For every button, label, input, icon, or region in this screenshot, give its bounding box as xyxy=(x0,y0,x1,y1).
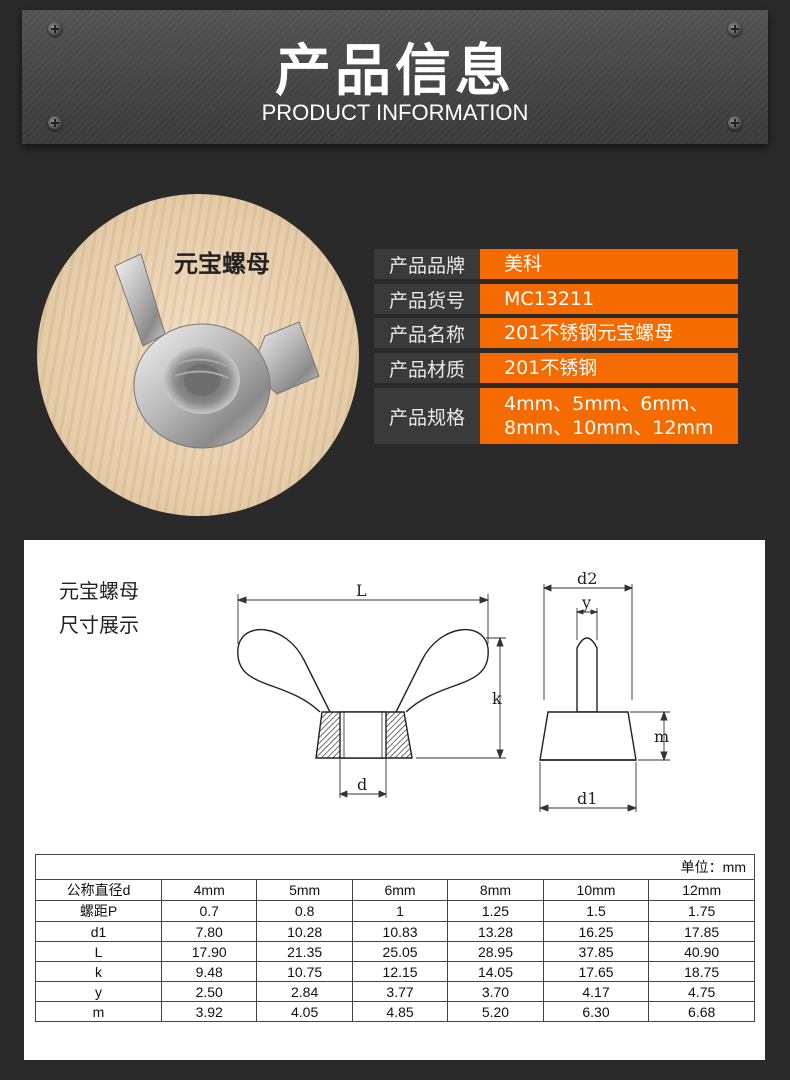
table-cell: 14.05 xyxy=(447,961,544,982)
spec-label: 产品名称 xyxy=(374,318,480,348)
table-cell: 3.70 xyxy=(447,981,544,1002)
table-cell: 6.30 xyxy=(542,1001,650,1022)
table-cell: 1 xyxy=(351,900,449,922)
table-unit-row: 单位：mm xyxy=(35,854,755,880)
table-cell: 17.90 xyxy=(160,941,258,962)
table-cell: 2.84 xyxy=(256,981,353,1002)
dimension-card: 元宝螺母 尺寸展示 xyxy=(24,540,765,1060)
table-header-row: 公称直径d 4mm 5mm 6mm 8mm 10mm 12mm xyxy=(35,879,755,901)
unit-label: 单位：mm xyxy=(35,854,755,880)
table-cell: 16.25 xyxy=(542,921,650,942)
table-cell: 40.90 xyxy=(648,941,755,962)
page-subtitle: PRODUCT INFORMATION xyxy=(261,100,529,125)
table-cell: 9.48 xyxy=(160,961,258,982)
table-header-cell: 4mm xyxy=(160,879,258,901)
dim-label-d1: d1 xyxy=(577,789,597,808)
table-cell: 10.28 xyxy=(256,921,353,942)
table-cell: 0.8 xyxy=(256,900,353,922)
table-row-label: m xyxy=(35,1001,162,1022)
spec-row-brand: 产品品牌 美科 xyxy=(374,249,738,279)
table-cell: 37.85 xyxy=(542,941,650,962)
screw-icon xyxy=(728,116,742,130)
spec-row-material: 产品材质 201不锈钢 xyxy=(374,353,738,383)
table-cell: 0.7 xyxy=(160,900,258,922)
table-cell: 1.5 xyxy=(542,900,650,922)
table-row-label: d1 xyxy=(35,921,162,942)
table-cell: 7.80 xyxy=(160,921,258,942)
wing-nut-image xyxy=(114,253,320,449)
table-row-label: y xyxy=(35,981,162,1002)
table-row-label: L xyxy=(35,941,162,962)
table-cell: 21.35 xyxy=(256,941,353,962)
table-cell: 2.50 xyxy=(160,981,258,1002)
table-header-cell: 12mm xyxy=(648,879,755,901)
table-cell: 4.17 xyxy=(542,981,650,1002)
spec-label: 产品材质 xyxy=(374,353,480,383)
table-cell: 12.15 xyxy=(351,961,449,982)
spec-value: MC13211 xyxy=(480,284,738,314)
spec-value: 201不锈钢元宝螺母 xyxy=(480,318,738,348)
table-header-cell: 8mm xyxy=(447,879,544,901)
header-plate: 产品信息 PRODUCT INFORMATION xyxy=(22,10,768,144)
dim-label-k: k xyxy=(492,689,502,708)
spec-label: 产品规格 xyxy=(374,388,480,444)
dim-label-L: L xyxy=(356,581,367,600)
table-cell: 3.77 xyxy=(351,981,449,1002)
photo-label: 元宝螺母 xyxy=(174,250,270,278)
dim-label-y: y xyxy=(581,593,591,612)
table-cell: 6.68 xyxy=(648,1001,755,1022)
table-cell: 3.92 xyxy=(160,1001,258,1022)
screw-icon xyxy=(48,22,62,36)
spec-row-size: 产品规格 4mm、5mm、6mm、 8mm、10mm、12mm xyxy=(374,388,738,444)
diagram-title: 元宝螺母 尺寸展示 xyxy=(59,574,139,642)
spec-row-item-number: 产品货号 MC13211 xyxy=(374,284,738,314)
table-row-label: k xyxy=(35,961,162,982)
dimension-drawing: L k d d2 y m d1 xyxy=(236,569,670,812)
table-cell: 4.75 xyxy=(648,981,755,1002)
table-cell: 5.20 xyxy=(447,1001,544,1022)
dimension-table: 单位：mm 公称直径d 4mm 5mm 6mm 8mm 10mm 12mm 螺距… xyxy=(35,854,755,1022)
spec-label: 产品品牌 xyxy=(374,249,480,279)
screw-icon xyxy=(728,22,742,36)
spec-label: 产品货号 xyxy=(374,284,480,314)
table-cell: 28.95 xyxy=(447,941,544,962)
table-cell: 17.65 xyxy=(542,961,650,982)
spec-value-line2: 8mm、10mm、12mm xyxy=(504,417,714,439)
table-cell: 13.28 xyxy=(447,921,544,942)
spec-value: 美科 xyxy=(480,249,738,279)
table-header-cell: 5mm xyxy=(256,879,353,901)
spec-value: 201不锈钢 xyxy=(480,353,738,383)
table-cell: 17.85 xyxy=(648,921,755,942)
diagram-title-line2: 尺寸展示 xyxy=(59,613,139,637)
spec-value-line1: 4mm、5mm、6mm、 xyxy=(504,393,709,415)
table-cell: 18.75 xyxy=(648,961,755,982)
table-cell: 1.25 xyxy=(447,900,544,922)
table-cell: 10.83 xyxy=(351,921,449,942)
dim-label-d: d xyxy=(357,775,367,794)
spec-row-name: 产品名称 201不锈钢元宝螺母 xyxy=(374,318,738,348)
table-header-cell: 6mm xyxy=(351,879,449,901)
dim-label-m: m xyxy=(654,727,669,746)
page-title: 产品信息 xyxy=(275,39,515,104)
table-cell: 1.75 xyxy=(648,900,755,922)
table-cell: 25.05 xyxy=(351,941,449,962)
table-header-cell: 公称直径d xyxy=(35,879,162,901)
diagram-title-line1: 元宝螺母 xyxy=(59,579,139,603)
table-header-cell: 10mm xyxy=(542,879,650,901)
table-cell: 4.05 xyxy=(256,1001,353,1022)
table-row-label: 螺距P xyxy=(35,900,162,922)
dim-label-d2: d2 xyxy=(577,569,597,588)
screw-icon xyxy=(48,116,62,130)
table-cell: 4.85 xyxy=(351,1001,449,1022)
spec-value: 4mm、5mm、6mm、 8mm、10mm、12mm xyxy=(480,388,738,444)
table-cell: 10.75 xyxy=(256,961,353,982)
